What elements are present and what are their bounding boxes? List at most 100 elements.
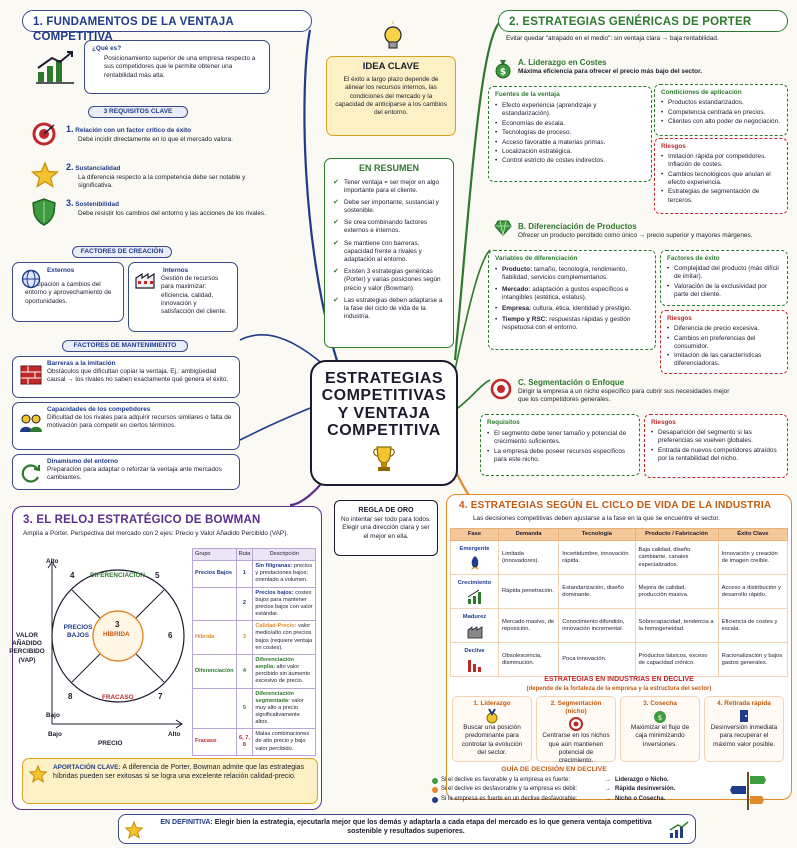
svg-text:$: $ [500,68,506,78]
lifecycle-header: Demanda [497,527,560,542]
resumen-text: Se crea combinando factores externos e i… [344,219,428,235]
idea-text: El éxito a largo plazo depende de alinea… [335,76,447,116]
decline-card-2: 2. Segmentación (nicho) Centrarse en los … [536,696,616,764]
lifecycle-header: Fase [450,527,499,542]
riesgo-item: Diferencia de precio excesiva. [667,325,781,333]
target-icon [32,122,56,146]
fuente-item: Acceso favorable a materias primas. [495,139,645,147]
lifecycle-cell: Conocimiento difundido, innovación incre… [558,608,636,644]
star-icon [28,764,48,783]
factory-icon [135,269,157,289]
que-es-label: ¿Qué es? [92,45,122,52]
requisito-item: La empresa debe poseer recursos específi… [487,448,633,464]
fuente-item: Tecnologías de proceso. [495,129,645,137]
regla-box: REGLA DE ORO No intentar ser todo para t… [334,500,438,556]
clock-num-4: 4 [70,571,75,580]
bowman-text: costes bajos para mantener precios bajos… [255,589,313,618]
riesgo-item: Cambios en preferencias del consumidor. [667,335,781,351]
regla-text: No intentar ser todo para todos. Elegir … [341,516,431,540]
check-icon: ✔ [333,178,339,186]
bowman-route: 4 [235,653,254,689]
riesgo-item: Imitación rápida por competidores. Infla… [661,153,781,169]
variable-item: Mercado: adaptación a gustos específicos… [495,286,649,302]
condicion-item: Competencia centrada en precios. [661,109,781,117]
variable-key: Mercado: [502,285,531,293]
s3-subtitle: Amplía a Porter. Perspectiva del mercado… [23,529,289,537]
lifecycle-cell: Mejora de calidad, producción masiva. [634,574,719,610]
bowman-key: Diferenciación segmentada: [255,690,294,704]
lifecycle-cell: Innovación y creación de imagen creíble. [717,540,789,576]
guia-row: Si el declive es desfavorable y la empre… [432,786,676,794]
axis-bajo: Bajo [46,712,60,719]
lifecycle-header: Producto / Fabricación [634,527,719,542]
factory-icon [467,624,483,639]
idea-clave-box: IDEA CLAVE El éxito a largo plazo depend… [326,56,456,136]
bowman-key: Calidad-Precio: [255,623,297,630]
money-bag-icon: $ [494,58,512,79]
fexito-item: Valoración de la exclusividad por parte … [667,283,781,299]
resumen-item: ✔ Existen 3 estrategias genéricas (Porter… [333,268,445,293]
mant-title: FACTORES DE MANTENIMIENTO [62,340,188,352]
internos-box: Internos Gestión de recursos para maximi… [128,262,238,332]
que-es-text: Posicionamiento superior de una empresa … [104,55,256,79]
creacion-title: FACTORES DE CREACIÓN [72,246,172,258]
riesgo-item: Estrategias de segmentación de terceros. [661,188,781,204]
resumen-text: Existen 3 estrategias genéricas (Porter)… [344,268,441,292]
fuente-item: Localización estratégica. [495,148,645,156]
bullet-dot-icon [432,796,438,803]
axis-bajo-x: Bajo [48,731,62,738]
resumen-list: ✔Tener ventaja = ser mejor en algo impor… [333,179,445,322]
guia-condition: Si el declive es desfavorable y la empre… [441,786,578,793]
lifecycle-cell: Estandarización, diseño dominante. [558,574,636,610]
lifecycle-phase-name: Declive [464,648,485,655]
bowman-group: Híbrida [192,620,237,655]
decline-card-title: 2. Segmentación (nicho) [550,700,602,716]
people-icon [19,413,43,433]
variable-item: Producto: tamaño, tecnología, rendimient… [495,266,649,282]
clock-num-8: 8 [68,692,73,701]
check-icon: ✔ [333,268,339,276]
variable-key: Tiempo y RSC: [502,316,548,324]
bowman-text: valor muy alto a precio significativamen… [255,697,304,726]
decline-card-title: 4. Retirada rápida [717,700,771,707]
riesgo-item: Entrada de nuevos competidores atraídos … [651,447,781,463]
variable-value: adaptación a gustos específicos e intang… [502,285,629,301]
bullet-dot-icon [432,777,438,784]
fuente-item: Economías de escala. [495,120,645,128]
condicion-item: Productos estandarizados. [661,99,781,107]
bowman-text: valor medio/alto con precios bajos (requ… [255,623,313,651]
b-riesgos-box: Riesgos Diferencia de precio excesiva.Ca… [660,310,788,374]
bowman-text: precios y prestaciones bajos; orientado … [255,563,312,584]
bowman-group [192,586,237,622]
decline-card-title: 3. Cosecha [643,700,677,707]
signpost-icon [730,770,766,812]
lifecycle-cell: Racionalización y bajos gastos generales… [717,642,789,678]
decline-icon [467,658,483,672]
diamond-icon [494,220,512,236]
variable-key: Producto: [502,266,533,274]
guia-result: Liderazgo o Nicho. [615,776,669,783]
final-box: EN DEFINITIVA: Elegir bien la estrategia… [118,814,696,844]
lifecycle-phase-name: Emergente [459,546,490,553]
fuente-item: Efecto experiencia (aprendizaje y estand… [495,102,645,118]
decline-card-text: Centrarse en los nichos que aún mantiene… [542,732,610,764]
resumen-title: EN RESUMEN [358,163,419,173]
lifecycle-cell: Rápida penetración. [497,574,560,610]
lifecycle-cell: Obsolescencia, disminución. [497,642,560,678]
brick-wall-icon [20,365,42,385]
star-icon [124,820,144,839]
clock-num-5: 5 [155,571,160,580]
bowman-key: Precios bajos: [255,589,294,596]
growth-chart-icon [669,821,689,839]
c-header: C. Segmentación o Enfoque Dirigir la emp… [518,378,730,404]
bowman-desc: Precios bajos: costes bajos para mantene… [252,586,316,622]
clock-num-3: 3 [115,620,120,629]
